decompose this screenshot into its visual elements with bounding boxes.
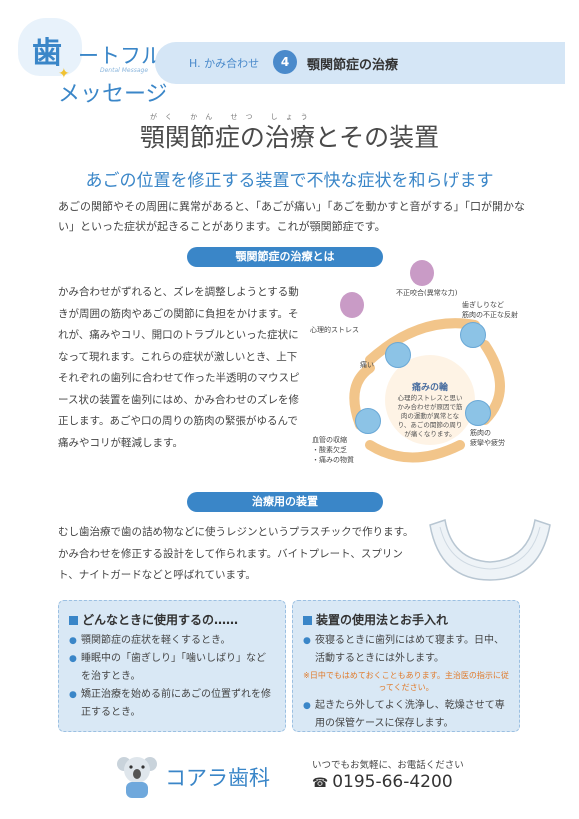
usage-care-list: 夜寝るときに歯列にはめて寝ます。日中、活動するときには外します。 <box>303 632 509 668</box>
label-grinding: 歯ぎしりなど 筋肉の不正な反射 <box>462 301 518 319</box>
device-text: むし歯治療で歯の詰め物などに使うレジンというプラスチックで作ります。かみ合わせを… <box>58 526 414 581</box>
star-icon: ✦ <box>58 66 70 82</box>
phone-text: 0195-66-4200 <box>332 772 453 792</box>
usage-when-list: 顎関節症の症状を軽くするとき。 睡眠中の「歯ぎしり」「噛いしばり」などを治すとき… <box>69 632 275 722</box>
list-item: 夜寝るときに歯列にはめて寝ます。日中、活動するときには外します。 <box>303 632 509 668</box>
blood-vessel-icon <box>355 408 381 434</box>
square-bullet-icon <box>303 616 312 625</box>
pain-cycle-diagram: 不正咬合(異常な力) 心理的ストレス 歯ぎしりなど 筋肉の不正な反射 痛い 筋肉… <box>300 260 545 480</box>
phone-number[interactable]: ☎0195-66-4200 <box>312 772 453 792</box>
page-title: 顎関節症の治療とその装置 <box>139 123 440 152</box>
contact-note: いつでもお気軽に、お電話ください <box>312 760 464 771</box>
section-heading-treatment: 顎関節症の治療とは <box>187 247 383 267</box>
pain-icon <box>385 342 411 368</box>
section-label: H. かみ合わせ <box>189 57 260 70</box>
list-item: 矯正治療を始める前にあごの位置ずれを修正するとき。 <box>69 686 275 722</box>
label-pain: 痛い <box>360 361 374 369</box>
section-number-badge: 4 <box>273 50 297 74</box>
header-bar: H. かみ合わせ 4 顎関節症の治療 <box>155 42 565 84</box>
mouthpiece-image <box>429 519 551 581</box>
muscle-icon <box>465 400 491 426</box>
clinic-name: コアラ歯科 <box>165 766 270 790</box>
label-fatigue: 筋肉の 疲攣や疲労 <box>470 429 505 447</box>
page-subtitle: あごの位置を修正する装置で不快な症状を和らげます <box>85 171 494 191</box>
cycle-arrows <box>349 318 505 463</box>
usage-when-box: どんなときに使用するの…… 顎関節症の症状を軽くするとき。 睡眠中の「歯ぎしり」… <box>58 600 286 732</box>
intro-text: あごの関節やその周囲に異常があると、「あごが痛い」「あごを動かすと音がする」「口… <box>58 200 526 233</box>
stressed-face-icon <box>340 292 364 318</box>
usage-note: ※日中でもはめておくこともあります。主治医の指示に従ってください。 <box>303 671 509 692</box>
list-item: 起きたら外してよく洗浄し、乾燥させて専用の保管ケースに保存します。 <box>303 697 509 733</box>
logo-text-2: ートフル <box>78 44 162 68</box>
usage-care-title: 装置の使用法とお手入れ <box>303 611 509 628</box>
tooth-shape <box>18 18 82 76</box>
face-icon <box>410 260 434 286</box>
logo-text-1: 歯 <box>32 36 62 71</box>
pain-ring-text: 心理的ストレスと思いかみ合わせが原因で筋肉の運動が異常となり、あごの関節の周りが… <box>397 394 463 438</box>
list-item: 顎関節症の症状を軽くするとき。 <box>69 632 275 650</box>
usage-when-title: どんなときに使用するの…… <box>69 611 275 628</box>
label-stress: 心理的ストレス <box>310 326 359 334</box>
brand-logo: 歯 ートフル ✦ Dental Message メッセージ <box>18 18 168 108</box>
title-ruby: がく かん せつ しょう <box>150 113 316 121</box>
square-bullet-icon <box>69 616 78 625</box>
header-title: 顎関節症の治療 <box>307 58 399 73</box>
label-occlusion: 不正咬合(異常な力) <box>396 289 458 297</box>
logo-text-3: Dental Message <box>100 67 149 74</box>
usage-care-box: 装置の使用法とお手入れ 夜寝るときに歯列にはめて寝ます。日中、活動するときには外… <box>292 600 520 732</box>
section-heading-device: 治療用の装置 <box>187 492 383 512</box>
grinding-icon <box>460 322 486 348</box>
logo-text-4: メッセージ <box>58 82 168 107</box>
label-blood: 血管の収縮 ・酸素欠乏 ・痛みの物質 <box>312 436 354 464</box>
treatment-text: かみ合わせがずれると、ズレを調整しようとする動きが周囲の筋肉やあごの関節に負担を… <box>58 286 300 449</box>
pain-ring-title: 痛みの輪 <box>411 383 448 393</box>
phone-icon: ☎ <box>312 776 329 791</box>
usage-care-list-2: 起きたら外してよく洗浄し、乾燥させて専用の保管ケースに保存します。 <box>303 697 509 733</box>
list-item: 睡眠中の「歯ぎしり」「噛いしばり」などを治すとき。 <box>69 650 275 686</box>
koala-mascot-icon <box>117 757 157 798</box>
